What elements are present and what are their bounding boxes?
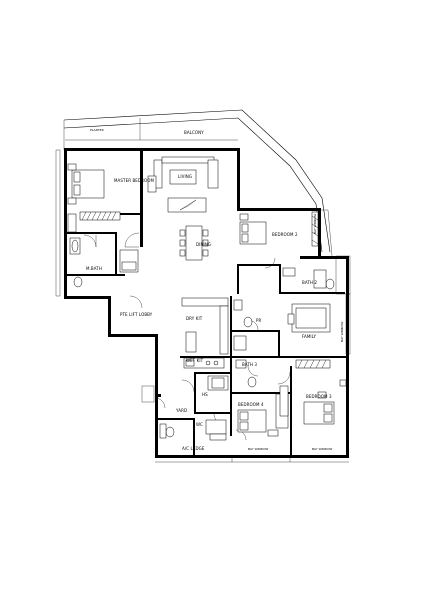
room-label-bedroom4: BEDROOM 4 bbox=[238, 402, 264, 407]
room-label-hs: HS bbox=[202, 392, 208, 397]
room-label-bay-window-bedroom2: BAY WINDOW bbox=[313, 214, 317, 234]
room-label-pr: PR bbox=[256, 318, 262, 323]
room-label-wet-kit: WET KIT bbox=[186, 358, 204, 363]
bath3-fixtures-icon bbox=[233, 335, 257, 388]
room-label-planter: PLANTER bbox=[90, 128, 104, 132]
room-label-bath2: BATH 2 bbox=[302, 280, 317, 285]
bath2-fixtures-icon bbox=[282, 267, 335, 290]
wardrobe-icon bbox=[67, 211, 121, 233]
living-sofa-icon bbox=[147, 156, 219, 193]
master-bath-fixtures-icon bbox=[69, 237, 139, 288]
room-label-family: FAMILY bbox=[302, 334, 316, 339]
room-label-yard: YARD bbox=[175, 408, 187, 413]
yard-wc-fixtures-icon bbox=[159, 419, 227, 441]
bedroom2-window bbox=[321, 209, 333, 257]
pr-fixtures-icon bbox=[233, 299, 253, 328]
room-label-master-bedroom: MASTER BEDROOM bbox=[114, 178, 154, 183]
room-label-dry-kit: DRY KIT bbox=[186, 316, 203, 321]
room-label-bay-window-bedroom4: BAY WINDOW bbox=[248, 447, 268, 451]
room-label-bath3: BATH 3 bbox=[242, 362, 257, 367]
interior-walls bbox=[67, 151, 346, 456]
bedroom4-bed-icon bbox=[237, 409, 279, 437]
bedroom3-bed-icon bbox=[303, 379, 347, 425]
room-label-ac-ledge: A/C LEDGE bbox=[182, 446, 205, 451]
room-label-mbath: M.BATH bbox=[86, 266, 102, 271]
room-label-living: LIVING bbox=[178, 174, 192, 179]
dry-kitchen-counter-icon bbox=[181, 297, 229, 355]
hs-fixtures-icon bbox=[207, 375, 229, 391]
wet-kitchen-counter-icon bbox=[183, 357, 225, 369]
exterior-walls bbox=[64, 148, 349, 458]
bedroom2-wardrobe-icon bbox=[311, 211, 319, 247]
tv-console-icon bbox=[167, 197, 207, 213]
family-window bbox=[335, 255, 351, 355]
room-label-wc: WC bbox=[196, 422, 203, 427]
dining-table-icon bbox=[179, 225, 209, 261]
room-label-bedroom3: BEDROOM 3 bbox=[306, 394, 332, 399]
room-label-bay-window-family: BAY WINDOW bbox=[340, 322, 344, 342]
bay-windows bbox=[55, 149, 349, 463]
family-sofa-icon bbox=[287, 303, 331, 333]
room-label-pte-lift-lobby: PTE LIFT LOBBY bbox=[120, 312, 153, 317]
room-label-bedroom2: BEDROOM 2 bbox=[272, 232, 298, 237]
room-label-bay-window-bedroom3: BAY WINDOW bbox=[312, 447, 332, 451]
bedroom3-wardrobe-icon bbox=[279, 359, 331, 417]
bedroom2-bed-icon bbox=[239, 213, 267, 245]
room-label-balcony: BALCONY bbox=[184, 130, 204, 135]
room-label-dining: DINING bbox=[196, 242, 211, 247]
master-bedroom-bed-icon bbox=[67, 163, 105, 205]
